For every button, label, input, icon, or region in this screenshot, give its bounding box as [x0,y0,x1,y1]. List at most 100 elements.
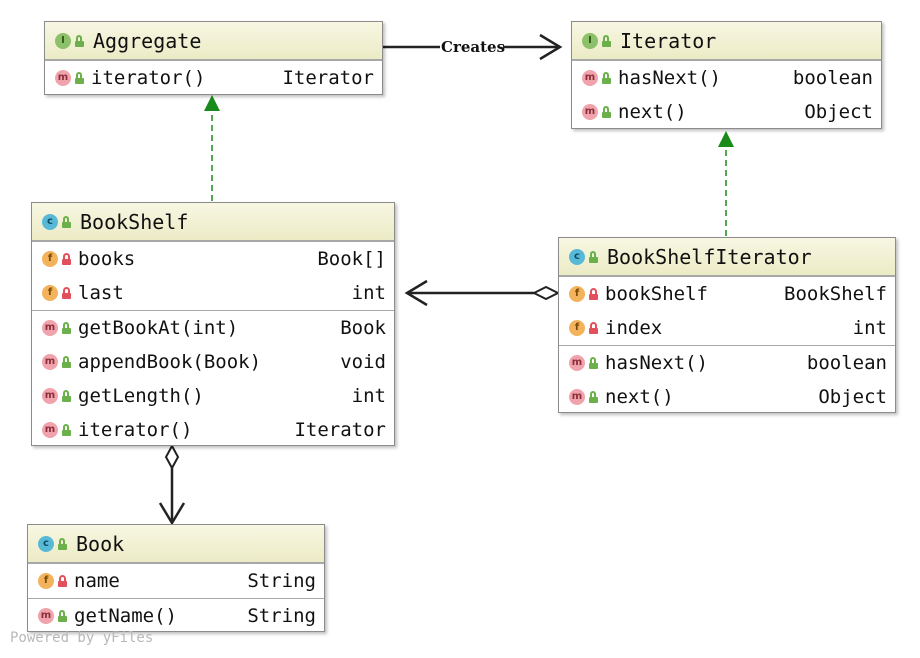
method-name: getName() [74,605,177,627]
class-name: BookShelf [80,209,189,234]
public-icon [62,423,72,437]
class-icon: c [569,248,585,265]
method-row: m getBookAt(int) Book [32,311,394,345]
class-header: c Book [28,525,324,563]
field-icon: f [569,320,585,336]
public-icon [75,34,85,48]
aggregation-diamond-bsiterator [531,285,561,301]
public-icon [602,71,612,85]
class-name: Iterator [620,28,717,53]
powered-by-footer: Powered by yFiles [10,630,154,646]
class-name: Book [76,531,125,556]
method-row: m next() Object [559,380,895,414]
methods-section: m getName() String [28,598,324,633]
class-bookshelf[interactable]: c BookShelf f books Book[] f last int m … [31,202,395,446]
field-name: bookShelf [605,283,708,305]
method-row: m iterator() Iterator [32,413,394,447]
method-row: m next() Object [572,95,881,129]
creates-label: Creates [441,38,505,56]
field-name: name [74,570,120,592]
field-type: int [852,317,887,339]
public-icon [58,609,68,623]
realization-arrowhead-iterator [718,131,734,147]
field-row: f bookShelf BookShelf [559,277,895,311]
fields-section: f name String [28,563,324,598]
field-type: BookShelf [784,283,887,305]
method-type: boolean [792,67,873,89]
public-icon [62,389,72,403]
aggregation-diamond-bookshelf [164,443,180,471]
method-icon: m [569,355,585,371]
method-row: m hasNext() boolean [572,61,881,95]
method-type: String [247,605,316,627]
field-row: f name String [28,564,324,598]
public-icon [62,215,72,229]
interface-icon: I [55,32,71,49]
field-icon: f [569,286,585,302]
public-icon [58,537,68,551]
field-name: last [78,282,124,304]
methods-section: m iterator() Iterator [45,60,382,95]
public-icon [589,250,599,264]
private-icon [589,287,599,301]
interface-icon: I [582,32,598,49]
private-icon [589,321,599,335]
method-icon: m [582,70,598,86]
method-icon: m [42,388,58,404]
class-header: I Aggregate [45,22,382,60]
field-icon: f [42,251,58,267]
field-name: books [78,248,136,270]
realization-arrowhead-aggregate [204,95,220,111]
method-icon: m [582,104,598,120]
public-icon [602,34,612,48]
method-row: m getName() String [28,599,324,633]
field-row: f last int [32,276,394,310]
class-name: Aggregate [93,28,202,53]
class-icon: c [42,213,58,230]
methods-section: m hasNext() boolean m next() Object [559,345,895,414]
fields-section: f books Book[] f last int [32,241,394,310]
field-row: f index int [559,311,895,345]
class-icon: c [38,535,54,552]
field-name: index [605,317,663,339]
field-icon: f [38,573,54,589]
method-name: getLength() [78,385,204,407]
class-header: I Iterator [572,22,881,60]
method-type: void [340,351,386,373]
class-header: c BookShelf [32,203,394,241]
class-book[interactable]: c Book f name String m getName() String [27,524,325,632]
class-name: BookShelfIterator [607,244,812,269]
method-name: getBookAt(int) [78,317,239,339]
method-type: Book [340,317,386,339]
method-type: Iterator [282,67,374,89]
method-icon: m [38,608,54,624]
fields-section: f bookShelf BookShelf f index int [559,276,895,345]
public-icon [62,355,72,369]
field-icon: f [42,285,58,301]
method-type: Object [818,386,887,408]
method-icon: m [42,422,58,438]
method-icon: m [42,354,58,370]
aggregation-arrowhead-bookshelf [404,279,428,307]
methods-section: m getBookAt(int) Book m appendBook(Book)… [32,310,394,447]
method-type: int [351,385,386,407]
field-type: Book[] [317,248,386,270]
method-row: m hasNext() boolean [559,346,895,380]
creates-arrowhead [539,33,563,61]
class-header: c BookShelfIterator [559,238,895,276]
public-icon [62,321,72,335]
method-icon: m [42,320,58,336]
method-name: appendBook(Book) [78,351,262,373]
class-aggregate[interactable]: I Aggregate m iterator() Iterator [44,21,383,95]
private-icon [62,286,72,300]
field-row: f books Book[] [32,242,394,276]
method-name: next() [618,101,687,123]
method-row: m getLength() int [32,379,394,413]
public-icon [589,356,599,370]
class-iterator[interactable]: I Iterator m hasNext() boolean m next() … [571,21,882,129]
method-row: m appendBook(Book) void [32,345,394,379]
class-bookshelf-iterator[interactable]: c BookShelfIterator f bookShelf BookShel… [558,237,896,413]
method-type: Iterator [294,419,386,441]
private-icon [58,574,68,588]
field-type: int [351,282,386,304]
